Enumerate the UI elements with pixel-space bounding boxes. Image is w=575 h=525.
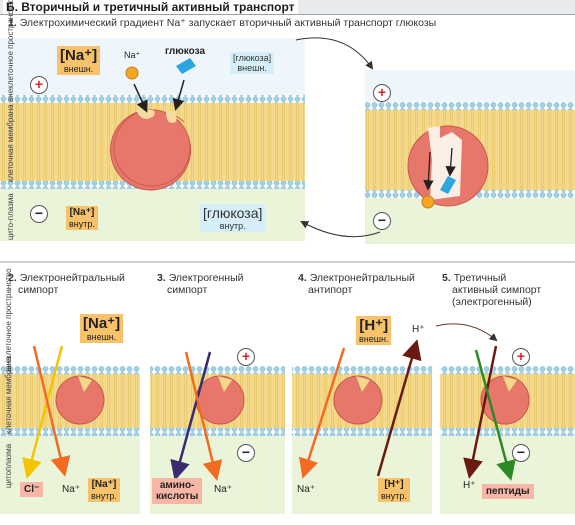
plus-sign: + — [30, 76, 48, 94]
na-out-box: [Na⁺]внешн. — [57, 46, 101, 75]
plus-sign-right: + — [373, 84, 391, 102]
p4-h-out-box: [H⁺]внешн. — [356, 316, 392, 345]
p5-peptides-box: пептиды — [482, 484, 534, 499]
p4-h-in-box: [H⁺]внутр. — [378, 478, 410, 502]
figure-title: Б. Вторичный и третичный активный трансп… — [3, 0, 298, 14]
p4-na-label: Na⁺ — [297, 484, 316, 495]
cycle-arrow-bottom — [300, 221, 381, 238]
p2-na-out-box: [Na⁺]внешн. — [80, 314, 124, 343]
glucose-in-box: [глюкоза]внутр. — [200, 204, 266, 232]
na-transit-arrow — [423, 151, 434, 191]
p2-na-label: Na⁺ — [62, 484, 81, 495]
p2-na-in-box: [Na⁺]внутр. — [88, 478, 120, 502]
p4-h-label: H⁺ — [412, 324, 425, 335]
lower-transporters — [55, 375, 530, 425]
minus-sign: − — [30, 205, 48, 223]
glucose-entry-arrow — [172, 79, 185, 111]
label-membrane-lower: клеточная мембрана — [4, 356, 13, 434]
p3-plus-sign: + — [237, 348, 255, 366]
cycle-arrow-top — [295, 37, 374, 70]
p3-na-arrow — [184, 351, 223, 481]
glucose-molecule — [176, 58, 196, 74]
label-membrane: клеточная мембрана — [6, 104, 15, 182]
na-ion-bound — [421, 195, 435, 209]
p5-link-arrow — [435, 323, 498, 342]
p5-plus-sign: + — [512, 348, 530, 366]
p5-peptide-arrow — [474, 349, 516, 481]
na-label: Na⁺ — [124, 50, 141, 60]
p3-amino-arrow — [170, 351, 212, 481]
p2-cl-box: Cl⁻ — [20, 482, 44, 497]
label-extracellular: внеклеточное пространство — [6, 0, 15, 102]
glucose-transit-arrow — [445, 147, 456, 177]
na-ion — [125, 66, 139, 80]
p5-h-arrow — [463, 345, 498, 479]
na-in-box: [Na⁺]внутр. — [66, 206, 98, 230]
glucose-label: глюкоза — [165, 46, 206, 57]
glucose-bound — [440, 176, 456, 194]
p5-minus-sign: − — [512, 444, 530, 462]
p3-na-label: Na⁺ — [214, 484, 233, 495]
p3-amino-box: амино-кислоты — [152, 478, 203, 504]
panel1-caption: 1. Электрохимический градиент Na⁺ запуск… — [8, 17, 437, 29]
label-cytoplasm: цито-плазма — [6, 193, 15, 240]
p4-h-arrow — [376, 339, 422, 477]
p4-na-arrow — [299, 347, 346, 479]
p2-cl-arrow — [22, 345, 64, 479]
p2-na-arrow — [32, 345, 71, 477]
panel1-transporter — [110, 109, 192, 191]
p5-h-label: H⁺ — [463, 480, 476, 491]
minus-sign-right: − — [373, 212, 391, 230]
glucose-out-box: [глюкоза]внешн. — [230, 52, 275, 74]
na-entry-arrow — [133, 83, 148, 113]
p3-minus-sign: − — [237, 444, 255, 462]
label-cytoplasm-lower: цитоплазма — [4, 443, 13, 489]
